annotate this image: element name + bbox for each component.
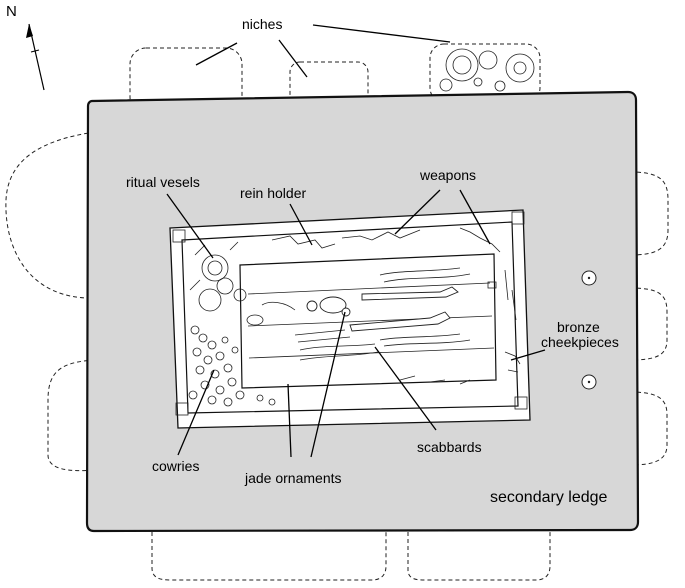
- rein-holder-and-weapons: [271, 227, 517, 321]
- label-niches: niches: [242, 16, 282, 32]
- label-jade-ornaments: jade ornaments: [244, 470, 342, 486]
- niche-right-3: [629, 391, 668, 466]
- niche-left-1: [5, 131, 96, 299]
- ritual-vessels-cluster: [189, 241, 296, 326]
- north-arrow-icon: [26, 23, 45, 91]
- label-cowries: cowries: [152, 458, 199, 474]
- coffin-corner-posts: [172, 211, 528, 416]
- label-scabbards: scabbards: [417, 439, 482, 455]
- label-rein-holder: rein holder: [240, 185, 306, 201]
- label-ritual-vessels: ritual vesels: [126, 174, 200, 190]
- niche-right-2: [629, 287, 668, 361]
- ornament-discs-icon: [439, 48, 535, 92]
- label-weapons: weapons: [419, 167, 476, 183]
- skeleton-remains: [294, 286, 459, 343]
- outer-coffin: [169, 209, 531, 429]
- coffin-planks: [247, 267, 495, 361]
- leader-lines: [166, 24, 546, 458]
- label-bronze: bronze: [557, 319, 600, 335]
- label-secondary-ledge: secondary ledge: [490, 489, 608, 506]
- niche-bottom-1: [151, 525, 387, 581]
- niche-left-2: [47, 359, 96, 472]
- label-cheekpieces: cheekpieces: [541, 334, 619, 350]
- bronze-cheekpieces: [399, 351, 521, 385]
- niche-right-1: [629, 171, 669, 256]
- north-label: N: [6, 3, 17, 20]
- niche-top-1: [129, 47, 243, 114]
- inner-coffin: [239, 253, 497, 389]
- cowries-cluster: [188, 325, 276, 407]
- niche-bottom-2: [407, 525, 551, 581]
